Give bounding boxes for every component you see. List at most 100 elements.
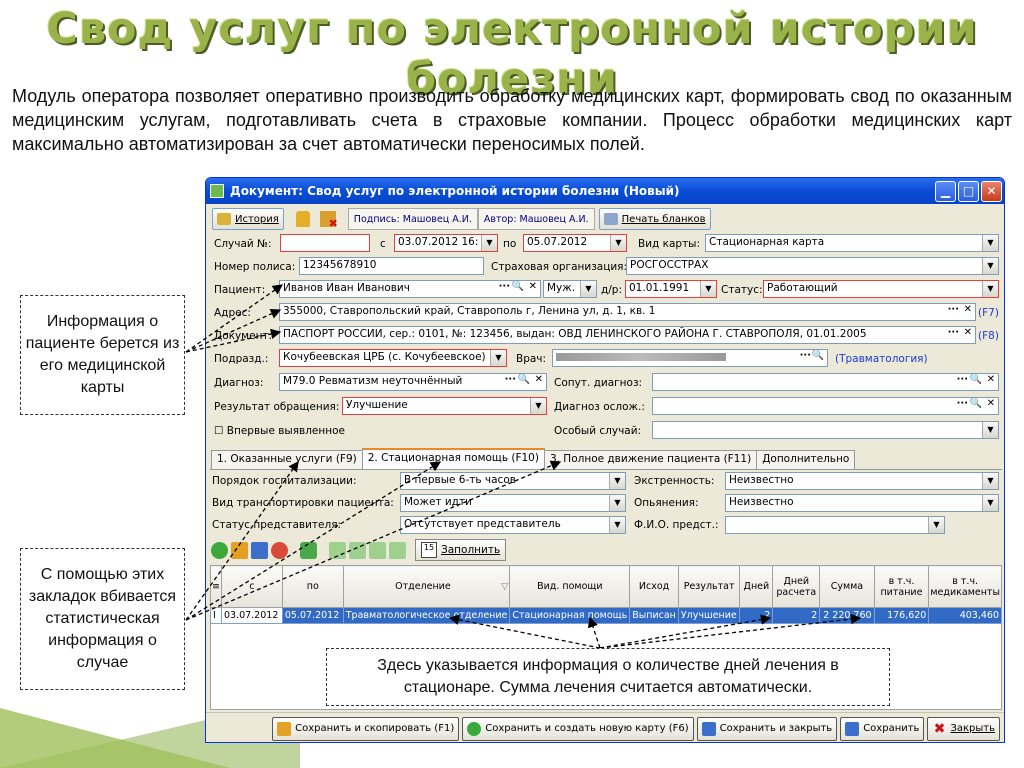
history-button[interactable]: История <box>212 208 284 230</box>
chevron-down-icon[interactable]: ▼ <box>982 422 998 438</box>
chevron-down-icon[interactable]: ▼ <box>982 258 998 274</box>
col-outcome[interactable]: Исход <box>629 565 679 608</box>
more-icon[interactable]: ··· <box>799 350 811 361</box>
next-icon[interactable] <box>369 541 386 559</box>
tab-services[interactable]: 1. Оказанные услуги (F9) <box>211 450 363 470</box>
complication-input[interactable]: ··· 🔍 ✕ <box>652 397 999 415</box>
window-titlebar[interactable]: Документ: Свод услуг по электронной исто… <box>206 178 1004 204</box>
col-medicines[interactable]: в т.ч. медикаменты <box>928 565 1002 608</box>
policy-number-input[interactable]: 12345678910 <box>299 257 484 275</box>
tab-additional[interactable]: Дополнительно <box>756 450 856 470</box>
first-detected-checkbox[interactable]: ☐ Впервые выявленное <box>214 425 346 437</box>
chevron-down-icon[interactable]: ▼ <box>609 517 625 533</box>
col-sum[interactable]: Сумма <box>819 565 875 608</box>
col-department[interactable]: Отделение ▽ <box>342 565 511 608</box>
lock-icon[interactable] <box>295 211 310 227</box>
col-to[interactable]: по <box>281 565 344 608</box>
col-result[interactable]: Результат <box>677 565 741 608</box>
more-icon[interactable]: ··· <box>947 304 959 315</box>
chevron-down-icon[interactable]: ▼ <box>982 473 998 489</box>
prev-icon[interactable] <box>349 541 366 559</box>
tab-patient-movement[interactable]: 3. Полное движение пациента (F11) <box>543 450 758 470</box>
chevron-down-icon[interactable]: ▼ <box>928 517 944 533</box>
more-icon[interactable]: ··· <box>956 374 968 385</box>
add-icon[interactable] <box>211 541 228 559</box>
minimize-button[interactable]: ▁ <box>935 180 956 202</box>
diagnosis-input[interactable]: M79.0 Ревматизм неуточнённый ··· 🔍 ✕ <box>279 373 547 391</box>
case-number-input[interactable] <box>280 234 370 252</box>
document-input[interactable]: ПАСПОРТ РОССИИ, сер.: 0101, №: 123456, в… <box>279 326 976 344</box>
col-calc-days[interactable]: Дней расчета <box>772 565 821 608</box>
patient-input[interactable]: Иванов Иван Иванович ··· 🔍 ✕ <box>279 280 541 298</box>
chevron-down-icon[interactable]: ▼ <box>609 473 625 489</box>
date-from-picker[interactable]: 03.07.2012 16:▼ <box>394 234 498 252</box>
col-from[interactable]: с <box>220 565 283 608</box>
clear-icon[interactable]: ✕ <box>963 304 972 315</box>
status-select[interactable]: Работающий▼ <box>763 280 999 298</box>
chevron-down-icon[interactable]: ▼ <box>982 235 998 251</box>
dob-picker[interactable]: 01.01.1991▼ <box>625 280 717 298</box>
table-row[interactable]: I 03.07.2012 05.07.2012 Травматологическ… <box>210 607 1002 624</box>
chevron-down-icon[interactable]: ▼ <box>609 495 625 511</box>
more-icon[interactable]: ··· <box>504 374 516 385</box>
row-indicator-header[interactable]: ≡ <box>210 565 222 608</box>
search-icon[interactable]: 🔍 <box>811 350 824 361</box>
save-new-button[interactable]: Сохранить и создать новую карту (F6) <box>462 716 694 741</box>
hosp-order-select[interactable]: В первые 6-ть часов▼ <box>400 472 626 490</box>
address-hotkey[interactable]: (F7) <box>978 307 999 319</box>
unsign-icon[interactable] <box>319 211 338 230</box>
print-forms-button[interactable]: Печать бланков <box>598 208 711 230</box>
chevron-down-icon[interactable]: ▼ <box>490 350 506 366</box>
clear-icon[interactable]: ✕ <box>534 374 543 385</box>
save-row-icon[interactable] <box>251 541 268 559</box>
rep-name-select[interactable]: ▼ <box>725 516 945 534</box>
save-copy-button[interactable]: Сохранить и скопировать (F1) <box>272 716 460 741</box>
search-icon[interactable]: 🔍 <box>969 374 982 385</box>
insurer-select[interactable]: РОСГОССТРАХ▼ <box>626 257 999 275</box>
chevron-down-icon[interactable]: ▼ <box>982 281 998 297</box>
close-window-button[interactable]: ✕ <box>981 180 1002 202</box>
search-icon[interactable]: 🔍 <box>969 398 982 409</box>
tab-inpatient-care[interactable]: 2. Стационарная помощь (F10) <box>361 448 545 470</box>
chevron-down-icon[interactable]: ▼ <box>481 235 497 251</box>
transport-select[interactable]: Может идти▼ <box>400 494 626 512</box>
refresh-icon[interactable] <box>300 541 317 559</box>
urgency-select[interactable]: Неизвестно▼ <box>725 472 999 490</box>
chevron-down-icon[interactable]: ▼ <box>700 281 716 297</box>
save-close-button[interactable]: Сохранить и закрыть <box>696 716 838 741</box>
more-icon[interactable]: ··· <box>498 281 510 292</box>
chevron-down-icon[interactable]: ▼ <box>530 398 546 414</box>
col-food[interactable]: в т.ч. питание <box>873 565 930 608</box>
close-button[interactable]: ✖Закрыть <box>927 716 1000 741</box>
address-input[interactable]: 355000, Ставропольский край, Ставрополь … <box>279 303 976 321</box>
card-type-select[interactable]: Стационарная карта▼ <box>705 234 999 252</box>
sex-select[interactable]: Муж.▼ <box>543 280 597 298</box>
clear-icon[interactable]: ✕ <box>986 374 995 385</box>
more-icon[interactable]: ··· <box>956 398 968 409</box>
doctor-input[interactable]: ··· 🔍 <box>552 349 828 367</box>
rep-status-select[interactable]: Отсутствует представитель▼ <box>400 516 626 534</box>
search-icon[interactable]: 🔍 <box>511 281 524 292</box>
dept-select[interactable]: Кочубеевская ЦРБ (с. Кочубеевское)▼ <box>279 349 507 367</box>
document-hotkey[interactable]: (F8) <box>978 330 999 342</box>
chevron-down-icon[interactable]: ▼ <box>610 235 626 251</box>
delete-icon[interactable] <box>271 541 288 559</box>
more-icon[interactable]: ··· <box>947 327 959 338</box>
last-icon[interactable] <box>389 541 406 559</box>
fill-button[interactable]: 15 Заполнить <box>415 539 507 561</box>
intoxication-select[interactable]: Неизвестно▼ <box>725 494 999 512</box>
clear-icon[interactable]: ✕ <box>963 327 972 338</box>
edit-icon[interactable] <box>231 541 248 559</box>
co-diagnosis-input[interactable]: ··· 🔍 ✕ <box>652 373 999 391</box>
result-select[interactable]: Улучшение▼ <box>342 397 547 415</box>
clear-icon[interactable]: ✕ <box>528 281 537 292</box>
chevron-down-icon[interactable]: ▼ <box>982 495 998 511</box>
col-days[interactable]: Дней <box>739 565 774 608</box>
maximize-button[interactable]: □ <box>958 180 979 202</box>
date-to-picker[interactable]: 05.07.2012▼ <box>523 234 627 252</box>
special-case-select[interactable]: ▼ <box>652 421 999 439</box>
chevron-down-icon[interactable]: ▼ <box>580 281 596 297</box>
search-icon[interactable]: 🔍 <box>517 374 530 385</box>
save-button[interactable]: Сохранить <box>840 716 925 741</box>
clear-icon[interactable]: ✕ <box>986 398 995 409</box>
